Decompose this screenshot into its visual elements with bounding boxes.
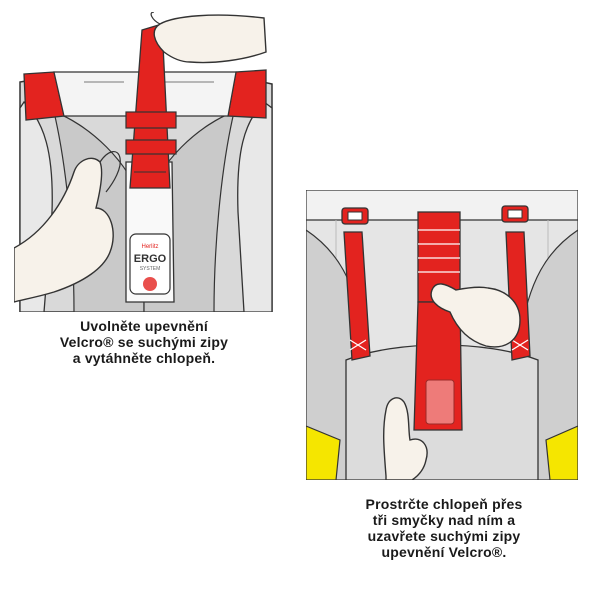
caption-release-velcro: Uvolněte upevnění Velcro® se suchými zip… [14,318,274,366]
caption-line: upevnění Velcro®. [381,544,507,560]
illustration-release-velcro: Herlitz ERGO SYSTEM [14,12,274,312]
caption-line: Prostrčte chlopeň přes [365,496,523,512]
caption-line: Velcro® se suchými zipy [59,334,229,350]
caption-line: uzavřete suchými zipy [367,528,521,544]
caption-line: a vytáhněte chlopeň. [72,350,216,366]
backpack-illustration-right [306,190,578,480]
brand-label: Herlitz [141,244,158,250]
system-label: SYSTEM [140,266,161,272]
illustration-thread-flap [306,190,578,480]
ergo-label: ERGO [134,253,167,265]
caption-line: tři smyčky nad ním a [372,512,516,528]
backpack-illustration-left: Herlitz ERGO SYSTEM [14,12,273,312]
caption-thread-flap: Prostrčte chlopeň přes tři smyčky nad ní… [308,496,580,560]
caption-line: Uvolněte upevnění [80,318,208,334]
